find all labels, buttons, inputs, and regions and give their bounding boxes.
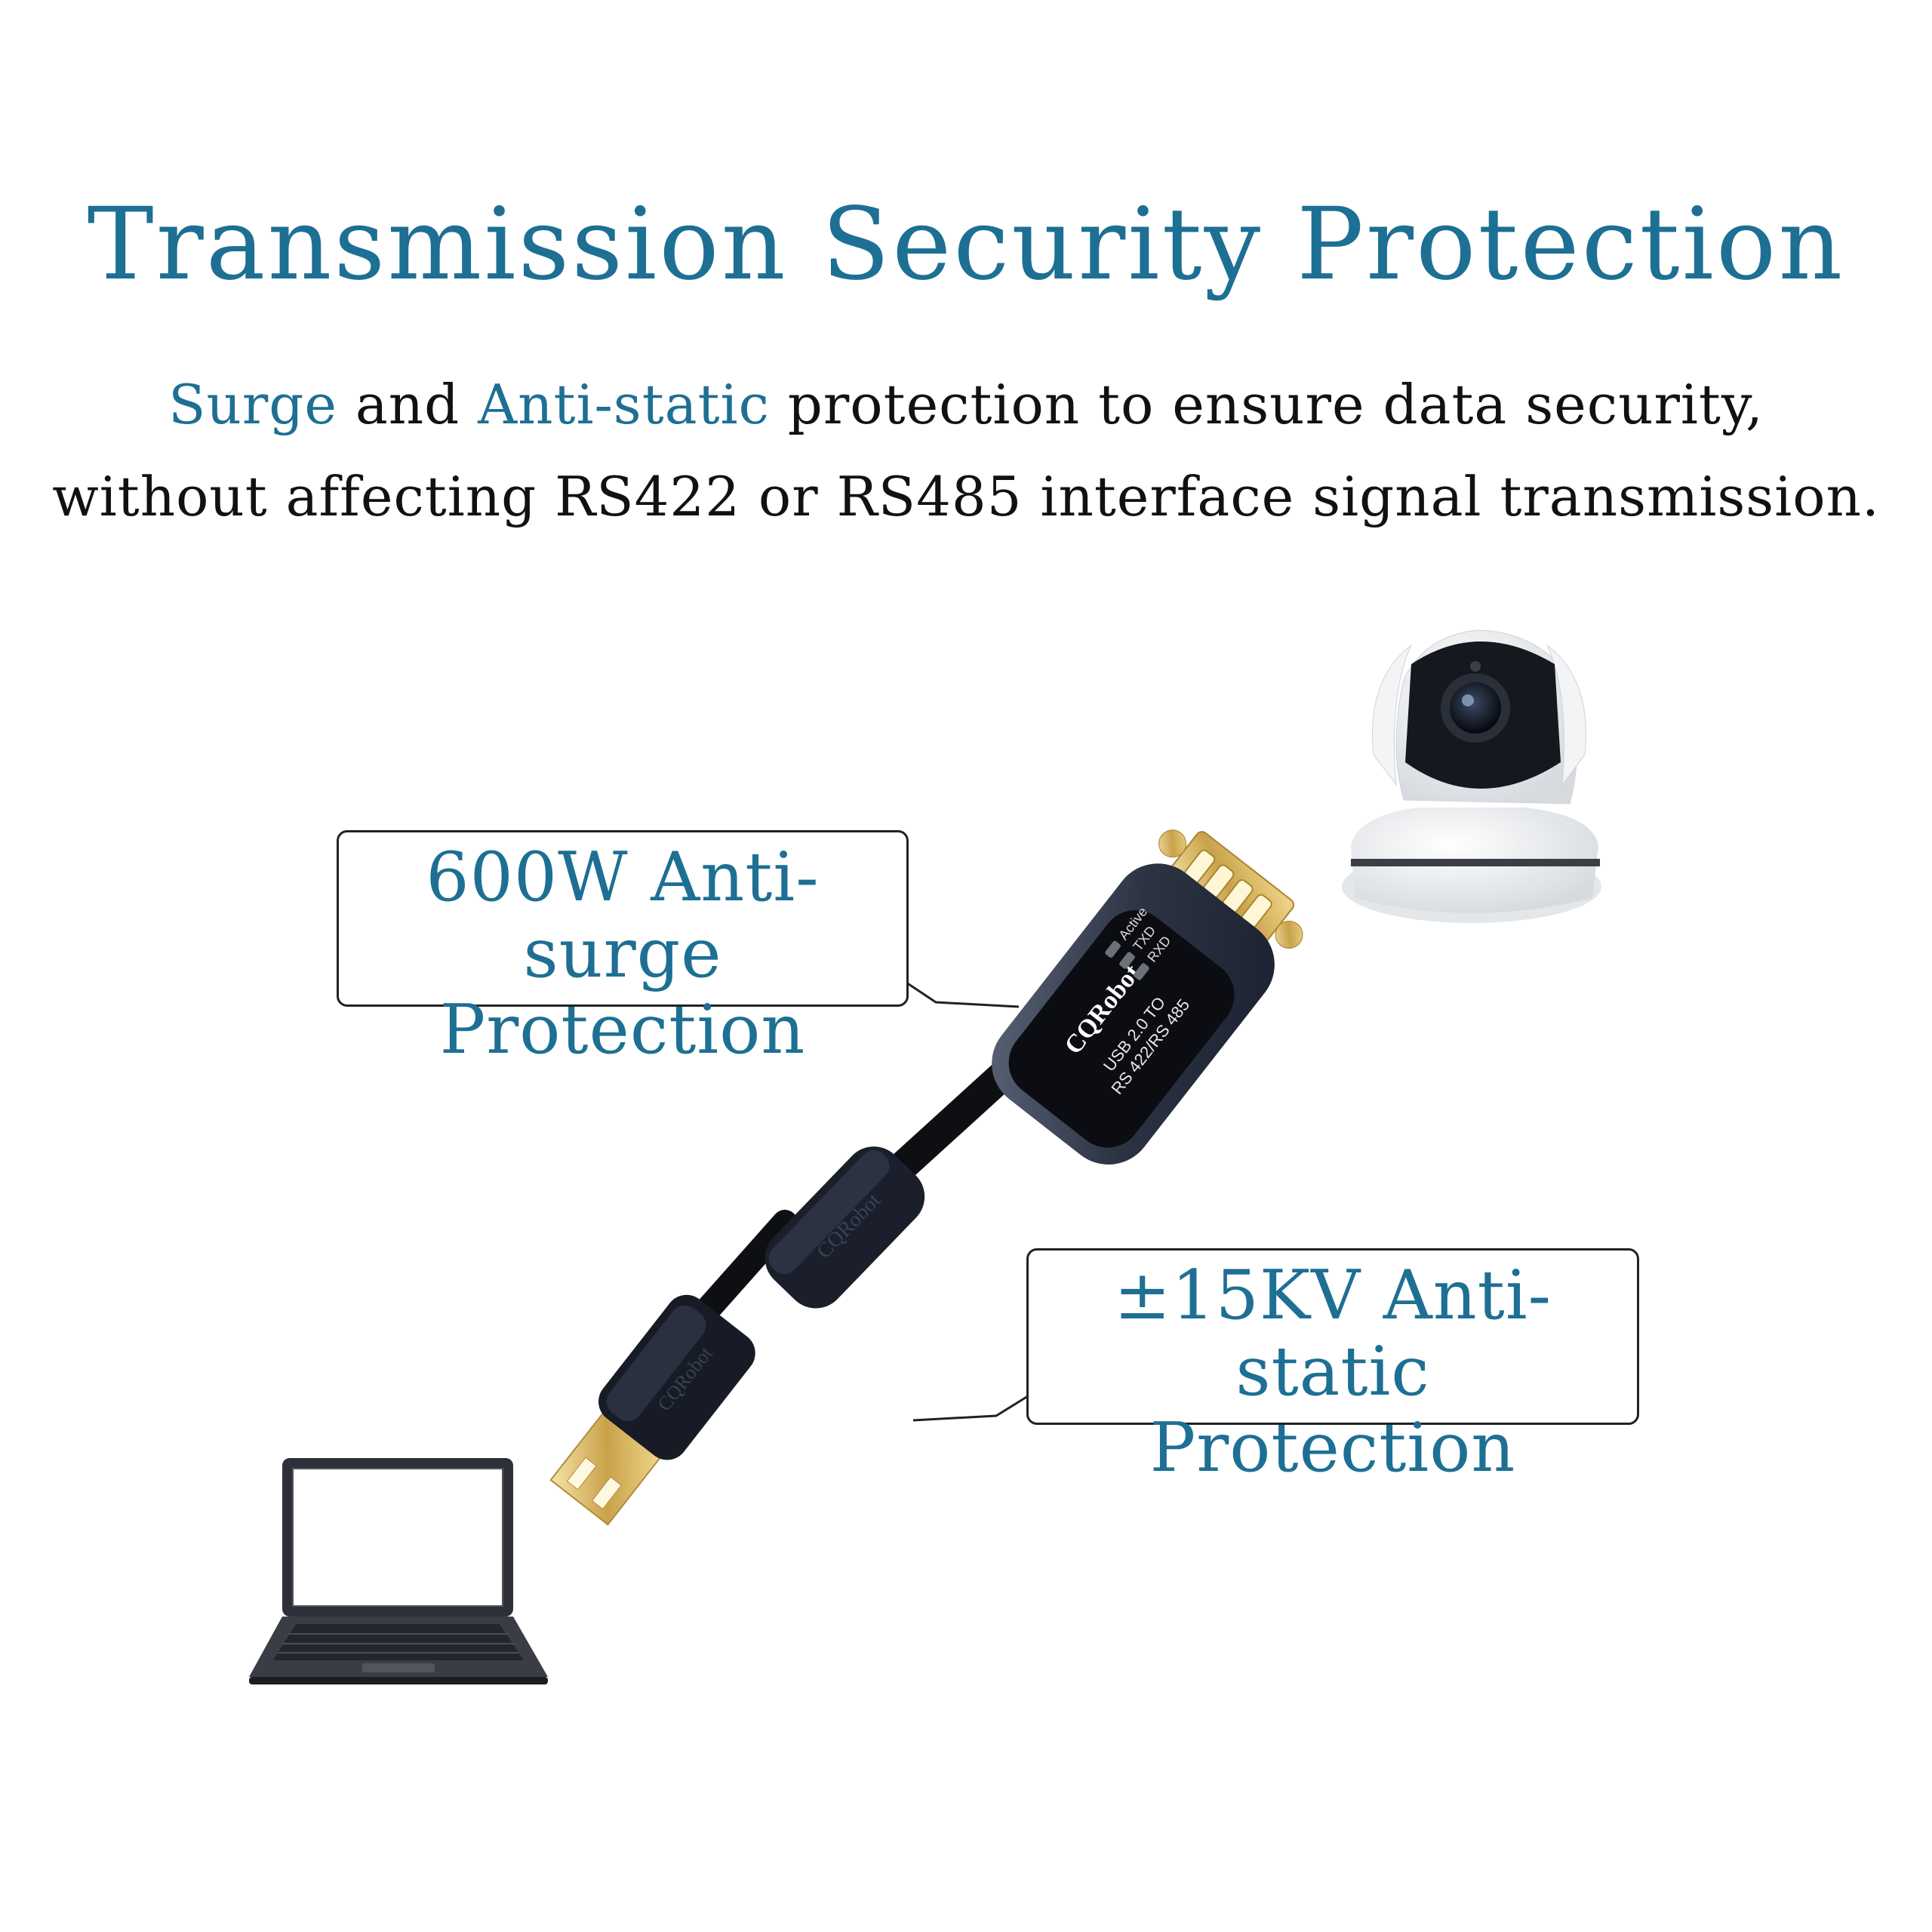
anti-static-highlight: Anti-static xyxy=(478,373,770,436)
anti-surge-line-1: 600W Anti-surge xyxy=(426,838,820,993)
led-active xyxy=(1105,940,1121,958)
anti-static-line-1: ±15KV Anti-static xyxy=(1113,1256,1552,1411)
static-leader-line xyxy=(912,1395,1029,1422)
anti-static-line-2: Protection xyxy=(1149,1407,1516,1487)
led-txd xyxy=(1119,952,1135,969)
subtitle-and: and xyxy=(337,373,478,436)
anti-surge-callout: 600W Anti-surge Protection xyxy=(337,830,909,1067)
led-rxd xyxy=(1134,963,1149,980)
page-title: Transmission Security Protection xyxy=(87,186,1845,303)
surge-highlight: Surge xyxy=(168,373,337,436)
surge-leader-line xyxy=(903,980,1020,1008)
ip-camera-icon xyxy=(1342,629,1601,923)
subtitle-line-2: without affecting RS422 or RS485 interfa… xyxy=(52,465,1880,528)
laptop-icon xyxy=(249,1458,548,1684)
anti-surge-line-2: Protection xyxy=(439,989,806,1069)
anti-static-callout: ±15KV Anti-static Protection xyxy=(1026,1248,1639,1485)
adapter-body: CQRobot USB 2.0 TO RS 422/RS 485 Active … xyxy=(992,829,1303,1165)
subtitle-rest: protection to ensure data security, xyxy=(769,373,1764,436)
subtitle-line-1: Surge and Anti-static protection to ensu… xyxy=(0,377,1932,432)
ferrite-core: CQRobot xyxy=(764,1146,925,1309)
usb-a-plug: CQRobot xyxy=(549,1294,755,1526)
